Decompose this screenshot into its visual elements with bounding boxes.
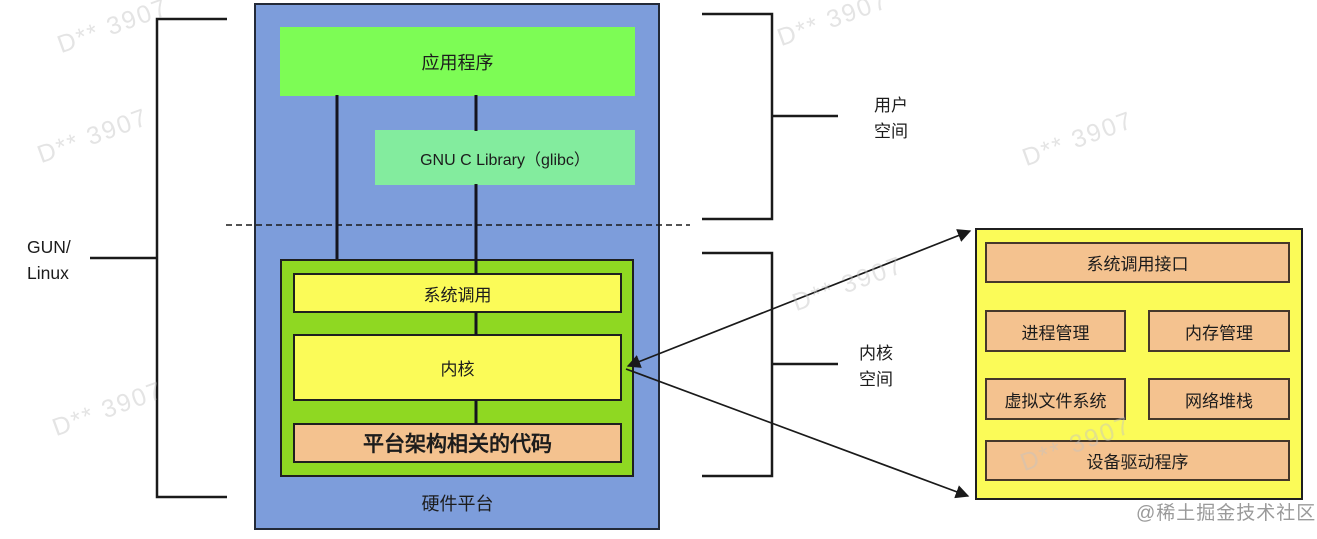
network-stack-label: 网络堆栈	[1185, 391, 1253, 411]
kernel-space-bracket	[702, 251, 838, 478]
kernel-space-label: 内核 空间	[859, 341, 893, 393]
kernel-space-label-line2: 空间	[859, 370, 893, 389]
virtual-filesystem-box: 虚拟文件系统	[985, 378, 1126, 420]
kernel-box: 内核	[293, 334, 622, 401]
community-credit: @稀土掘金技术社区	[1136, 503, 1317, 524]
user-space-label-line2: 空间	[874, 122, 908, 141]
user-space-bracket	[702, 12, 838, 221]
application-box: 应用程序	[280, 27, 635, 96]
platform-arch-code-label: 平台架构相关的代码	[363, 433, 552, 456]
syscall-interface-label: 系统调用接口	[1086, 255, 1189, 274]
hardware-platform-label: 硬件平台	[280, 490, 635, 516]
gnu-linux-bracket	[90, 17, 227, 499]
process-management-box: 进程管理	[985, 310, 1126, 352]
system-call-box: 系统调用	[293, 273, 622, 313]
gnu-linux-label: GUN/ Linux	[27, 234, 71, 286]
platform-arch-code-box: 平台架构相关的代码	[293, 423, 622, 463]
system-call-label: 系统调用	[423, 285, 492, 305]
kernel-space-label-line1: 内核	[859, 344, 893, 363]
gnu-linux-label-line1: GUN/	[27, 237, 71, 257]
application-label: 应用程序	[421, 52, 494, 73]
memory-management-box: 内存管理	[1148, 310, 1290, 352]
watermark: D** 3907	[53, 0, 173, 60]
watermark: D** 3907	[788, 251, 908, 318]
kernel-detail-arrows	[625, 229, 972, 499]
gnu-linux-label-line2: Linux	[27, 263, 69, 283]
kernel-to-panel-bottom-arrow	[625, 368, 970, 499]
process-management-label: 进程管理	[1021, 323, 1090, 343]
device-drivers-box: 设备驱动程序	[985, 440, 1290, 481]
virtual-filesystem-label: 虚拟文件系统	[1004, 391, 1107, 411]
network-stack-box: 网络堆栈	[1148, 378, 1290, 420]
user-space-label-line1: 用户	[874, 96, 908, 115]
user-space-label: 用户 空间	[874, 93, 908, 145]
watermark: D** 3907	[773, 0, 893, 53]
device-drivers-label: 设备驱动程序	[1086, 453, 1189, 472]
watermark: D** 3907	[1018, 106, 1138, 173]
kernel-to-panel-top-arrow	[626, 229, 972, 368]
syscall-interface-box: 系统调用接口	[985, 242, 1290, 283]
memory-management-label: 内存管理	[1185, 323, 1253, 343]
kernel-label: 内核	[440, 360, 475, 379]
watermark: D** 3907	[48, 376, 168, 443]
glibc-box: GNU C Library（glibc）	[375, 130, 635, 185]
hardware-platform-text: 硬件平台	[421, 494, 494, 514]
glibc-label: GNU C Library（glibc）	[420, 151, 590, 169]
watermark: D** 3907	[33, 103, 153, 170]
